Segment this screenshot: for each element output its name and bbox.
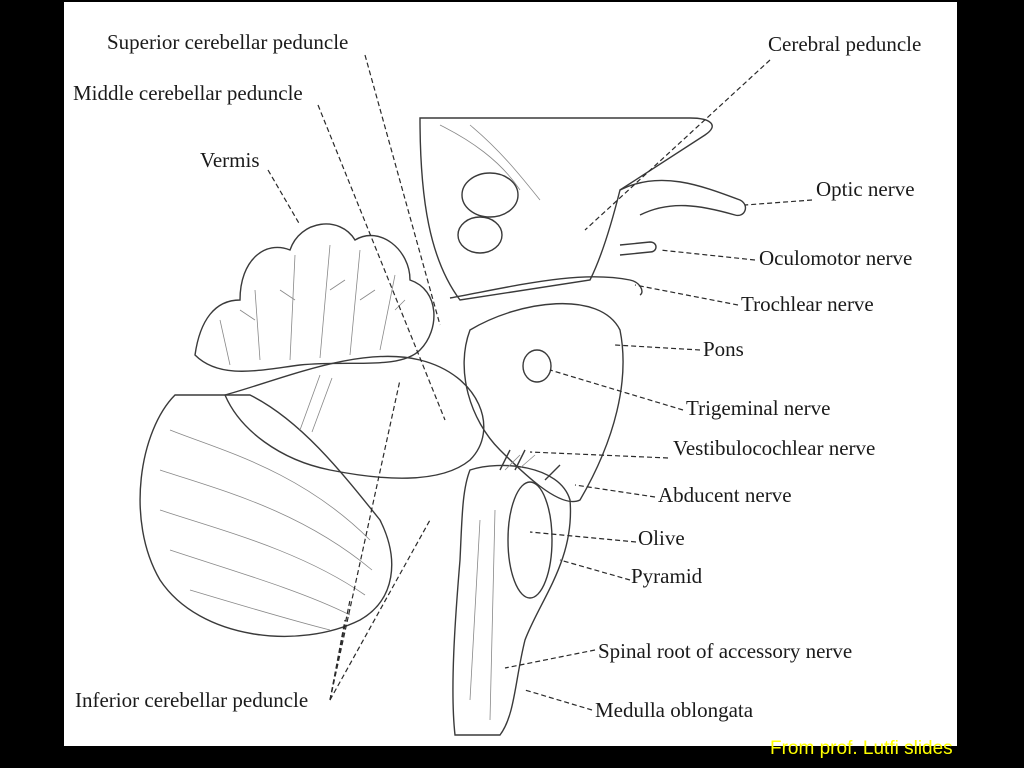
label-pyramid: Pyramid — [631, 564, 703, 588]
leader-lines — [267, 54, 813, 711]
label-cerebral-peduncle: Cerebral peduncle — [768, 32, 922, 56]
label-pons: Pons — [703, 337, 744, 361]
cerebellum-hemisphere — [139, 394, 393, 638]
label-spinal-root-accessory-nerve: Spinal root of accessory nerve — [598, 639, 853, 663]
optic-nerve-shape — [619, 179, 747, 217]
label-vermis: Vermis — [200, 148, 260, 172]
label-inferior-cerebellar-peduncle: Inferior cerebellar peduncle — [75, 688, 309, 712]
middle-cerebellar-peduncle-band — [224, 355, 485, 479]
trochlear-nerve-shape — [449, 276, 643, 299]
oculomotor-nerve-shape — [619, 241, 657, 256]
label-trochlear-nerve: Trochlear nerve — [741, 292, 874, 316]
label-superior-cerebellar-peduncle: Superior cerebellar peduncle — [107, 30, 349, 54]
credit-text: From prof. Lutfi slides — [770, 738, 953, 759]
midbrain — [419, 117, 713, 301]
label-vestibulocochlear-nerve: Vestibulocochlear nerve — [673, 436, 876, 460]
medulla-oblongata — [452, 449, 572, 736]
label-medulla-oblongata: Medulla oblongata — [595, 698, 754, 722]
label-optic-nerve: Optic nerve — [816, 177, 915, 201]
label-middle-cerebellar-peduncle: Middle cerebellar peduncle — [73, 81, 303, 105]
vermis-folia — [194, 223, 435, 372]
label-abducent-nerve: Abducent nerve — [658, 483, 792, 507]
pons — [463, 303, 624, 503]
label-oculomotor-nerve: Oculomotor nerve — [759, 246, 913, 270]
label-trigeminal-nerve: Trigeminal nerve — [686, 396, 831, 420]
label-olive: Olive — [638, 526, 685, 550]
